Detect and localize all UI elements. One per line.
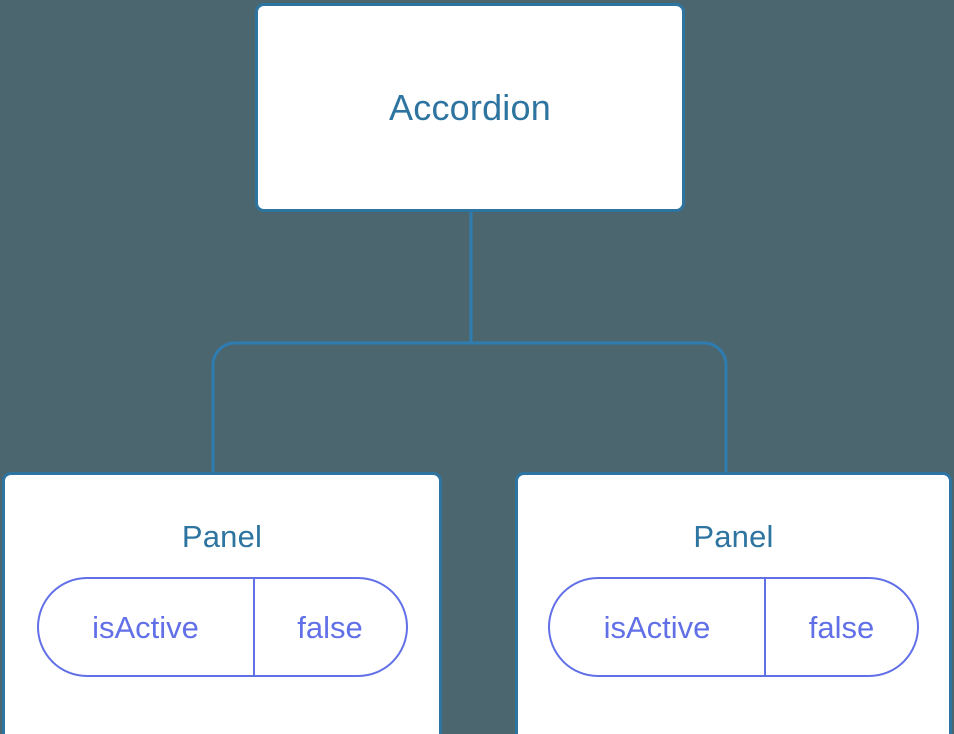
edge-accordion-to-panel-left	[211, 211, 473, 474]
node-panel-right-title: Panel	[693, 519, 774, 554]
node-panel-left[interactable]: Panel isActive false	[2, 472, 442, 734]
state-badge-key: isActive	[550, 579, 766, 675]
node-panel-right[interactable]: Panel isActive false	[515, 472, 952, 734]
state-badge-key: isActive	[39, 579, 255, 675]
state-badge-value: false	[297, 609, 363, 645]
state-badge-panel-right: isActive false	[548, 577, 919, 677]
edge-accordion-to-panel-right	[469, 211, 728, 474]
node-panel-left-title: Panel	[181, 519, 263, 554]
node-accordion-title: Accordion	[389, 86, 551, 128]
state-badge-panel-left: isActive false	[36, 577, 408, 677]
state-badge-value: false	[808, 609, 875, 645]
node-accordion[interactable]: Accordion	[255, 3, 685, 212]
